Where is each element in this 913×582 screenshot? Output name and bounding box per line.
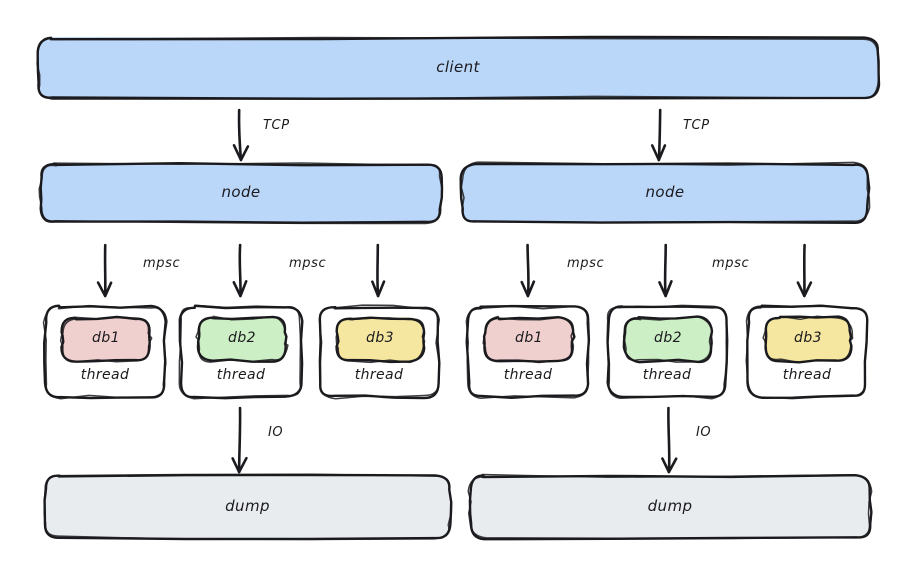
node-outline [335, 317, 426, 364]
node-outline [36, 36, 880, 100]
node-fill [484, 317, 574, 362]
arrow-head [650, 144, 667, 162]
edge-node-right-to-t3[interactable] [796, 243, 813, 298]
node-fill [61, 317, 151, 362]
arrow-shaft [376, 243, 380, 298]
edge-label-thread-to-dump-right: IO [696, 425, 712, 440]
node-outline [318, 304, 441, 400]
arrow-shaft [667, 406, 671, 474]
edge-client-to-node-right[interactable] [650, 108, 667, 162]
node-db-r3[interactable] [762, 315, 854, 364]
node-db-l1[interactable] [59, 315, 153, 363]
edge-label-client-to-node-left: TCP [263, 118, 290, 133]
node-db-r2[interactable] [622, 315, 714, 364]
edge-label-node-left-to-t3: mpsc [289, 256, 327, 271]
edge-node-right-to-t2[interactable] [658, 243, 673, 298]
arrow-head [658, 280, 673, 298]
node-node-left[interactable] [38, 162, 444, 225]
node-fill [764, 317, 852, 362]
arrow-shaft [237, 406, 242, 474]
arrow-head [661, 457, 678, 474]
node-outline [38, 162, 443, 225]
node-db-l3[interactable] [335, 316, 426, 364]
node-dump-right[interactable] [467, 473, 873, 541]
node-outline [482, 315, 575, 364]
node-client[interactable] [36, 35, 881, 100]
node-outline [465, 305, 590, 399]
arrow-shaft [663, 243, 668, 298]
node-outline [196, 315, 288, 363]
arrow-head [232, 279, 248, 298]
edge-label-node-right-to-t3: mpsc [712, 256, 750, 271]
node-outline [459, 162, 871, 225]
node-outline [745, 304, 869, 400]
node-db-l2[interactable] [195, 315, 289, 363]
arrow-shaft [238, 243, 242, 298]
edge-node-left-to-t2[interactable] [232, 243, 248, 298]
arrow-head [371, 280, 386, 298]
node-outline [43, 473, 453, 541]
node-outline [460, 161, 871, 223]
node-fill [461, 163, 869, 223]
node-outline [59, 316, 153, 363]
edge-client-to-node-left[interactable] [232, 108, 250, 162]
arrow-head [520, 280, 536, 298]
node-outline [178, 304, 302, 400]
edge-node-left-to-t1[interactable] [96, 243, 113, 298]
node-node-right[interactable] [459, 161, 871, 225]
edge-thread-to-dump-left[interactable] [231, 406, 248, 474]
node-db-r1[interactable] [482, 315, 576, 364]
arrow-head [96, 281, 113, 298]
node-dump-left[interactable] [43, 473, 453, 541]
edge-label-node-right-to-t2: mpsc [567, 256, 605, 271]
node-fill [44, 476, 451, 539]
node-outline [467, 473, 873, 540]
node-outline [42, 304, 168, 400]
edge-thread-to-dump-right[interactable] [661, 406, 678, 474]
node-fill [624, 317, 712, 362]
arrow-shaft [237, 108, 243, 162]
node-fill [37, 37, 879, 99]
node-outline [762, 315, 854, 364]
arrow-head [796, 281, 813, 298]
edge-node-left-to-t3[interactable] [371, 243, 386, 298]
node-outline [622, 315, 714, 364]
node-fill [469, 475, 871, 539]
edge-node-right-to-t1[interactable] [520, 243, 536, 298]
arrow-shaft [657, 108, 662, 162]
arrow-head [231, 456, 248, 474]
node-fill [40, 163, 442, 223]
edge-label-client-to-node-right: TCP [683, 118, 710, 133]
edge-label-node-left-to-t2: mpsc [143, 256, 181, 271]
node-outline [195, 315, 289, 363]
node-fill [197, 317, 287, 362]
edge-label-thread-to-dump-left: IO [268, 425, 284, 440]
arrow-shaft [526, 243, 530, 298]
arrow-head [232, 144, 250, 162]
node-outline [622, 315, 713, 363]
node-fill [336, 317, 424, 362]
node-outline [606, 304, 728, 400]
